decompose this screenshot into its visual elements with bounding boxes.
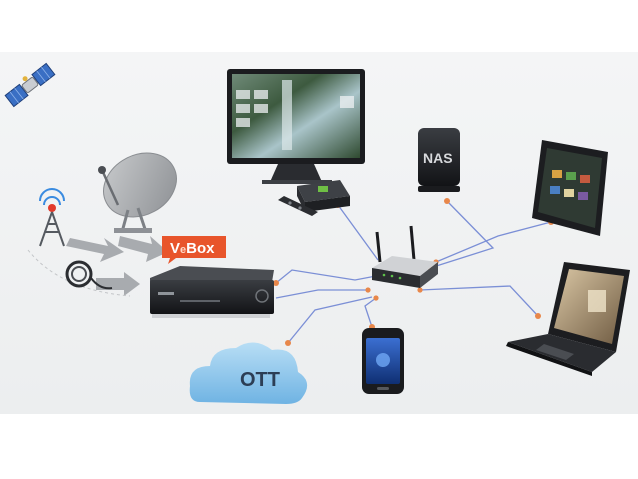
vebox-badge: VeBox (162, 236, 226, 264)
laptop (506, 262, 630, 376)
remote-control (278, 196, 318, 216)
tablet (532, 140, 608, 236)
television (227, 69, 365, 184)
link-vebox-router (275, 269, 377, 284)
antenna-tower-icon (39, 188, 65, 247)
vebox-receiver (150, 266, 274, 318)
wifi-router (372, 225, 438, 288)
link-laptop-router (419, 285, 539, 317)
vebox-prefix: V (170, 240, 180, 257)
link-tablet-router (435, 221, 552, 263)
vebox-suffix: Box (186, 240, 215, 257)
satellite-dish-icon (98, 152, 177, 233)
link-ott-router (287, 296, 373, 344)
signal-arrows (66, 236, 168, 296)
ott-cloud: OTT (189, 342, 308, 404)
link-nas-router (429, 200, 495, 269)
link-mediaplayer-router (337, 204, 379, 261)
ott-label: OTT (240, 369, 280, 391)
link-vebox-router-2 (275, 289, 368, 299)
network-links (275, 200, 552, 344)
media-player (297, 180, 350, 212)
svg-text:VeBox: VeBox (170, 240, 215, 257)
tablet-app-icons (550, 170, 590, 200)
smartphone (362, 328, 404, 394)
nas-label: NAS (423, 150, 453, 166)
nas-storage: NAS (418, 128, 460, 192)
cable-coil-icon (65, 260, 113, 290)
tv-menu-icons (236, 90, 354, 127)
satellite-icon (4, 62, 56, 108)
link-phone-router (364, 297, 377, 328)
